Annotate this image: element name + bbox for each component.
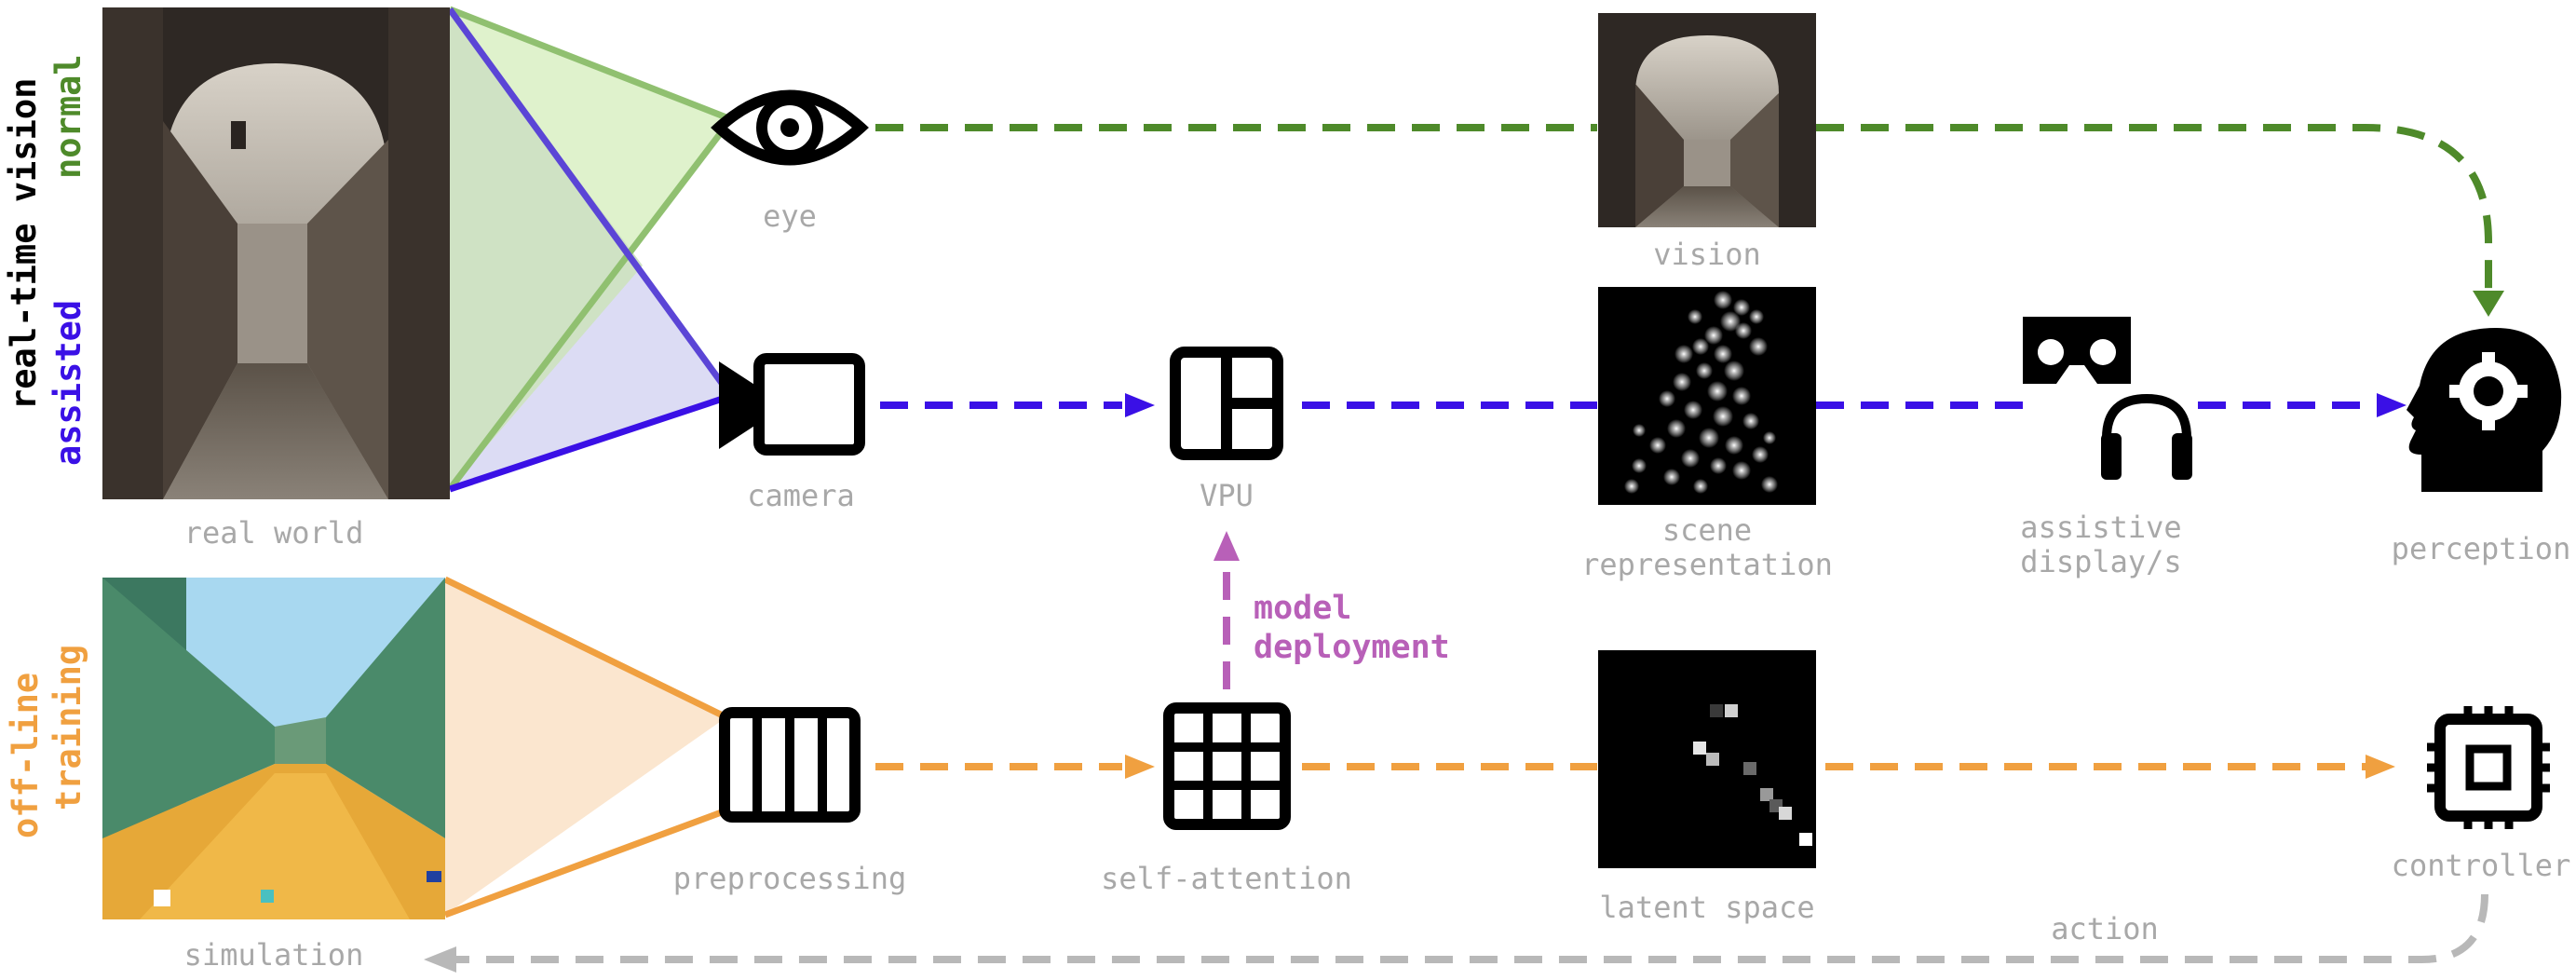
offline-arrowhead-attention <box>1125 755 1155 779</box>
simulation-view-cone <box>443 576 728 919</box>
scene-point <box>1659 390 1675 407</box>
camera-cone-lower-edge <box>448 392 733 493</box>
model-deployment-label-line1: model <box>1254 590 1351 627</box>
controller-label: controller <box>2392 848 2571 883</box>
scene-point <box>1681 449 1700 468</box>
scene-point <box>1749 309 1764 324</box>
scene-point <box>1684 401 1702 419</box>
scene-point <box>1735 322 1752 339</box>
vision-label: vision <box>1653 237 1761 272</box>
scene-point <box>1720 311 1741 332</box>
real-world-label: real world <box>184 515 364 551</box>
scene-point <box>1633 424 1646 437</box>
realtime-vision-label: real-time vision <box>4 78 44 410</box>
scene-point <box>1632 458 1647 473</box>
scene-point <box>1649 437 1666 454</box>
offline-label-line2: training <box>48 645 88 810</box>
self-attention-icon <box>1163 702 1291 830</box>
action-label: action <box>2051 911 2159 946</box>
scene-point <box>1724 361 1744 381</box>
scene-point <box>1732 387 1751 405</box>
scene-point <box>1752 446 1769 463</box>
latent-space-image <box>1598 650 1816 868</box>
eye-cone-upper-edge <box>448 6 733 123</box>
head-gear-icon <box>2407 328 2562 492</box>
self-attention-label: self-attention <box>1101 861 1352 896</box>
scene-point <box>1693 479 1708 494</box>
simulation-image <box>102 578 445 919</box>
scene-point <box>1714 291 1732 309</box>
scene-point <box>1749 337 1768 356</box>
scene-point <box>1624 479 1639 494</box>
scene-point <box>1714 345 1732 363</box>
assistive-label-line2: display/s <box>2020 544 2181 579</box>
vpu-label: VPU <box>1200 478 1254 513</box>
normal-flow <box>875 124 2492 293</box>
normal-label: normal <box>48 54 88 179</box>
vpu-icon <box>1170 347 1283 460</box>
scene-point <box>1763 431 1776 444</box>
scene-point <box>1674 345 1693 363</box>
perception-label: perception <box>2392 531 2571 566</box>
scene-point <box>1704 326 1723 345</box>
grid-icon <box>719 707 861 823</box>
vr-headset-icon <box>2023 317 2131 384</box>
scene-point <box>1699 428 1719 448</box>
vision-image <box>1598 13 1816 227</box>
assisted-arrowhead-perception <box>2377 393 2407 417</box>
scene-label-line1: scene <box>1662 512 1752 548</box>
scene-point <box>1696 362 1713 379</box>
eye-cone-lower-edge <box>447 116 734 492</box>
scene-point <box>1713 406 1733 427</box>
scene-point <box>1742 413 1759 429</box>
camera-cone-upper-edge <box>447 7 734 399</box>
scene-point <box>1692 338 1709 355</box>
assistive-label-line1: assistive <box>2020 510 2181 545</box>
eye-icon <box>711 89 869 166</box>
offline-label-line1: off-line <box>6 673 46 838</box>
scene-point <box>1667 419 1686 438</box>
scene-point <box>1688 309 1702 324</box>
scene-point <box>1663 469 1680 485</box>
preprocessing-label: preprocessing <box>673 861 906 896</box>
model-deployment-label-line2: deployment <box>1254 629 1450 666</box>
scene-point <box>1707 381 1728 402</box>
scene-point <box>1710 457 1727 474</box>
camera-label: camera <box>747 478 855 513</box>
headphones-icon <box>2101 393 2192 480</box>
normal-arrowhead <box>2473 291 2504 317</box>
scene-representation-image <box>1598 287 1816 505</box>
scene-point <box>1733 299 1750 316</box>
simulation-label: simulation <box>184 937 364 973</box>
scene-point <box>1725 436 1743 455</box>
cone-overlap <box>450 9 643 489</box>
latent-space-label: latent space <box>1599 890 1814 925</box>
assisted-arrowhead-vpu <box>1125 393 1155 417</box>
deployment-arrowhead <box>1213 531 1240 561</box>
scene-point <box>1732 461 1751 480</box>
scene-label-line2: representation <box>1581 547 1833 582</box>
assisted-label: assisted <box>48 300 88 466</box>
real-world-image <box>102 7 450 499</box>
chip-icon <box>2427 706 2550 829</box>
feedback-arrowhead <box>424 946 456 973</box>
camera-icon <box>719 353 865 456</box>
scene-point <box>1761 476 1778 493</box>
action-feedback-flow <box>456 893 2488 963</box>
offline-arrowhead-controller <box>2366 755 2395 779</box>
scene-point <box>1673 373 1691 391</box>
eye-label: eye <box>763 198 817 234</box>
